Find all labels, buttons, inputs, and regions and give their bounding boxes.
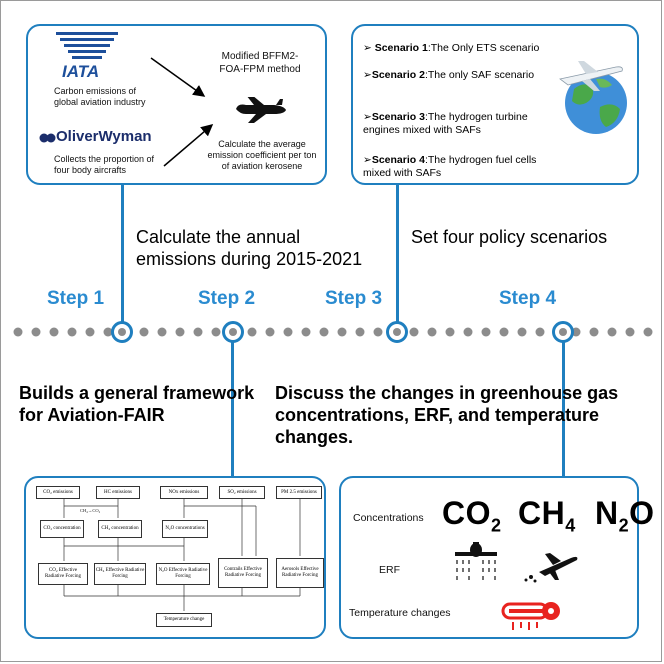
erf-label: ERF	[379, 564, 400, 576]
airplane-icon	[236, 97, 286, 123]
timeline-dot	[625, 327, 635, 337]
step1-marker	[111, 321, 133, 343]
timeline-dot	[337, 327, 347, 337]
timeline-dot	[49, 327, 59, 337]
timeline-dot	[283, 327, 293, 337]
iata-logo-icon	[56, 32, 118, 59]
scenario-3: ➢Scenario 3:The hydrogen turbine engines…	[363, 111, 528, 136]
timeline-dot	[643, 327, 653, 337]
timeline-dot	[481, 327, 491, 337]
temperature-label: Temperature changes	[349, 607, 451, 619]
step1-box: IATA Carbon emissions of global aviation…	[26, 24, 327, 185]
method-label: Modified BFFM2-FOA-FPM method	[219, 51, 301, 75]
flow-temperature-change: Temperature change	[156, 613, 212, 627]
method-result: Calculate the average emission coefficie…	[207, 139, 317, 171]
iata-caption: Carbon emissions of global aviation indu…	[54, 86, 146, 107]
step3-box: ➢ Scenario 1:The Only ETS scenario ➢Scen…	[351, 24, 639, 185]
timeline-dot	[67, 327, 77, 337]
flow-edge-label: CH₄→CO₂	[80, 508, 101, 513]
flow-so2-emissions: SO₂ emissions	[219, 486, 265, 499]
step4-label: Step 4	[499, 288, 557, 309]
flow-hc-emissions: HC emissions	[96, 486, 140, 499]
globe-airplane-icon	[559, 61, 627, 134]
step3-label: Step 3	[325, 288, 383, 309]
flow-n2o-erf: N₂O Effective Radiative Forcing	[156, 563, 210, 585]
timeline-dot	[31, 327, 41, 337]
step1-label: Step 1	[47, 288, 105, 309]
flow-co2-concentration: CO₂ concentration	[40, 520, 84, 538]
flow-co2-erf: CO₂ Effective Radiative Forcing	[38, 563, 88, 585]
connector-step4	[562, 340, 565, 477]
timeline-dot	[409, 327, 419, 337]
connector-step2	[231, 340, 234, 477]
timeline-dot	[103, 327, 113, 337]
oliverwyman-logo-icon	[39, 133, 56, 143]
flow-pm25-emissions: PM 2.5 emissions	[276, 486, 322, 499]
timeline-dot	[139, 327, 149, 337]
step2-heading: Builds a general framework for Aviation-…	[19, 383, 255, 425]
plane-takeoff-icon	[524, 553, 578, 583]
timeline-dot	[175, 327, 185, 337]
flow-co2-emissions: CO₂ emissions	[36, 486, 80, 499]
timeline-dot	[499, 327, 509, 337]
flowchart-lines	[63, 498, 301, 611]
flow-ch4-erf: CH₄ Effective Radiative Forcing	[94, 563, 146, 585]
timeline-dot	[193, 327, 203, 337]
scenario-1: ➢ Scenario 1:The Only ETS scenario	[363, 42, 540, 54]
connector-step3	[396, 183, 399, 323]
flow-contrails-erf: Contrails Effective Radiative Forcing	[218, 558, 268, 588]
timeline-dot	[265, 327, 275, 337]
gas-n2o: N2O	[595, 495, 655, 536]
step2-marker	[222, 321, 244, 343]
step3-marker	[386, 321, 408, 343]
step4-marker	[552, 321, 574, 343]
concentrations-label: Concentrations	[353, 512, 424, 524]
timeline-dot	[85, 327, 95, 337]
timeline-dot	[373, 327, 383, 337]
scenario-2: ➢Scenario 2:The only SAF scenario	[363, 69, 535, 81]
thermometer-icon	[501, 602, 560, 630]
timeline-dot	[157, 327, 167, 337]
flow-n2o-concentration: N₂O concentrations	[162, 520, 208, 538]
timeline-dot	[517, 327, 527, 337]
plane-spray-icon	[455, 542, 497, 580]
flow-aerosols-erf: Aerosols Effective Radiative Forcing	[276, 558, 324, 588]
timeline-dot	[427, 327, 437, 337]
timeline-dot	[13, 327, 23, 337]
arrows-icon	[150, 57, 214, 167]
iata-logo: IATA	[62, 62, 100, 81]
step1-heading: Calculate the annual emissions during 20…	[136, 227, 363, 269]
timeline-dot	[589, 327, 599, 337]
flow-nox-emissions: NOx emissions	[160, 486, 208, 499]
step4-box: Concentrations CO2 CH4 N2O ERF Temperatu…	[339, 476, 654, 639]
scenario-4: ➢Scenario 4:The hydrogen fuel cells mixe…	[363, 154, 537, 179]
timeline-dot	[355, 327, 365, 337]
connector-step1	[121, 183, 124, 323]
gas-ch4: CH4	[518, 495, 576, 536]
step2-label: Step 2	[198, 288, 256, 309]
oliverwyman-logo: OliverWyman	[56, 128, 152, 145]
oliverwyman-caption: Collects the proportion of four body air…	[54, 154, 155, 175]
step2-box: CO₂ emissions HC emissions NOx emissions…	[24, 476, 326, 639]
step4-heading: Discuss the changes in greenhouse gas co…	[275, 383, 619, 447]
gas-co2: CO2	[442, 495, 502, 536]
step3-heading: Set four policy scenarios	[411, 227, 608, 247]
timeline-dot	[535, 327, 545, 337]
timeline-dot	[319, 327, 329, 337]
timeline-dot	[211, 327, 221, 337]
timeline-dot	[607, 327, 617, 337]
timeline-dot	[301, 327, 311, 337]
flow-ch4-concentration: CH₄ concentration	[98, 520, 142, 538]
timeline-dot	[463, 327, 473, 337]
timeline-dot	[445, 327, 455, 337]
timeline-dot	[247, 327, 257, 337]
